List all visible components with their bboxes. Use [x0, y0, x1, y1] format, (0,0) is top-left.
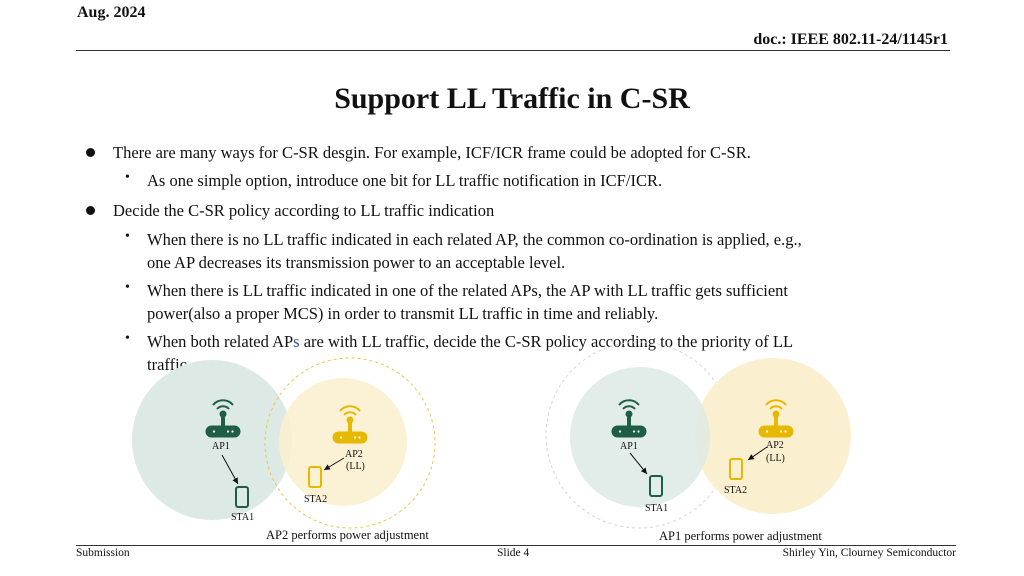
bullet-dot: [86, 148, 95, 157]
bullet-1-text: There are many ways for C-SR desgin. For…: [113, 143, 751, 162]
ap1-coverage: [132, 360, 292, 520]
sub-bullet-1-1: As one simple option, introduce one bit …: [147, 171, 663, 190]
ap1-label: AP1: [212, 441, 230, 452]
sub-bullet-2-2-line2: power(also a proper MCS) in order to tra…: [147, 304, 659, 323]
bullet-dot: [86, 206, 95, 215]
sta2-phone-icon: [729, 458, 743, 480]
ap2-range-outline: [264, 357, 436, 529]
ap2-sta2-arrow: [747, 446, 768, 461]
ap2-ll-label: (LL): [766, 453, 785, 464]
ap1-sta1-arrow: [629, 452, 648, 475]
ap2-sta2-arrow: [323, 457, 345, 471]
text-run: s: [293, 332, 300, 351]
footer-slide-number: Slide 4: [497, 547, 530, 559]
sub-bullet-2-1-line1: When there is no LL traffic indicated in…: [147, 230, 802, 249]
sub-bullet-2-3-line1: When both related APs are with LL traffi…: [147, 330, 793, 353]
footer-divider: [76, 545, 956, 546]
ap2-label: AP2: [345, 449, 363, 460]
text-run: are with LL traffic, decide the C-SR pol…: [299, 332, 794, 351]
sta2-phone-icon: [308, 466, 322, 488]
sta1-phone-icon: [235, 486, 249, 508]
sub-bullet-2-2-line1: When there is LL traffic indicated in on…: [147, 281, 789, 300]
sub-bullet-marker: •: [125, 331, 130, 346]
slide-title: Support LL Traffic in C-SR: [334, 82, 690, 115]
footer-submission: Submission: [76, 547, 130, 559]
ap1-sta1-arrow: [221, 454, 239, 485]
header-doc-id: doc.: IEEE 802.11-24/1145r1: [753, 31, 948, 48]
sub-bullet-marker: •: [125, 170, 130, 185]
diagram-right: [545, 341, 851, 529]
sta1-label: STA1: [231, 512, 255, 523]
bullet-2-text: Decide the C-SR policy according to LL t…: [113, 201, 495, 220]
sub-bullet-marker: •: [125, 280, 130, 295]
header-date: Aug. 2024: [77, 4, 146, 21]
sta2-label: STA2: [304, 494, 328, 505]
text-run: When both related AP: [147, 332, 294, 351]
sta1-phone-icon: [649, 475, 663, 497]
left-diagram-caption: AP2 performs power adjustment: [266, 528, 429, 542]
ap2-ll-label: (LL): [346, 461, 365, 472]
header-divider: [76, 50, 950, 51]
sub-bullet-2-1-line2: one AP decreases its transmission power …: [147, 253, 566, 272]
footer-author: Shirley Yin, Clourney Semiconductor: [782, 547, 956, 559]
diagram-left: [132, 357, 436, 529]
sub-bullet-marker: •: [125, 229, 130, 244]
ap1-label: AP1: [620, 441, 638, 452]
sta2-label: STA2: [724, 485, 748, 496]
sta1-label: STA1: [645, 503, 669, 514]
ap2-label: AP2: [766, 440, 784, 451]
right-diagram-caption: AP1 performs power adjustment: [659, 529, 822, 543]
